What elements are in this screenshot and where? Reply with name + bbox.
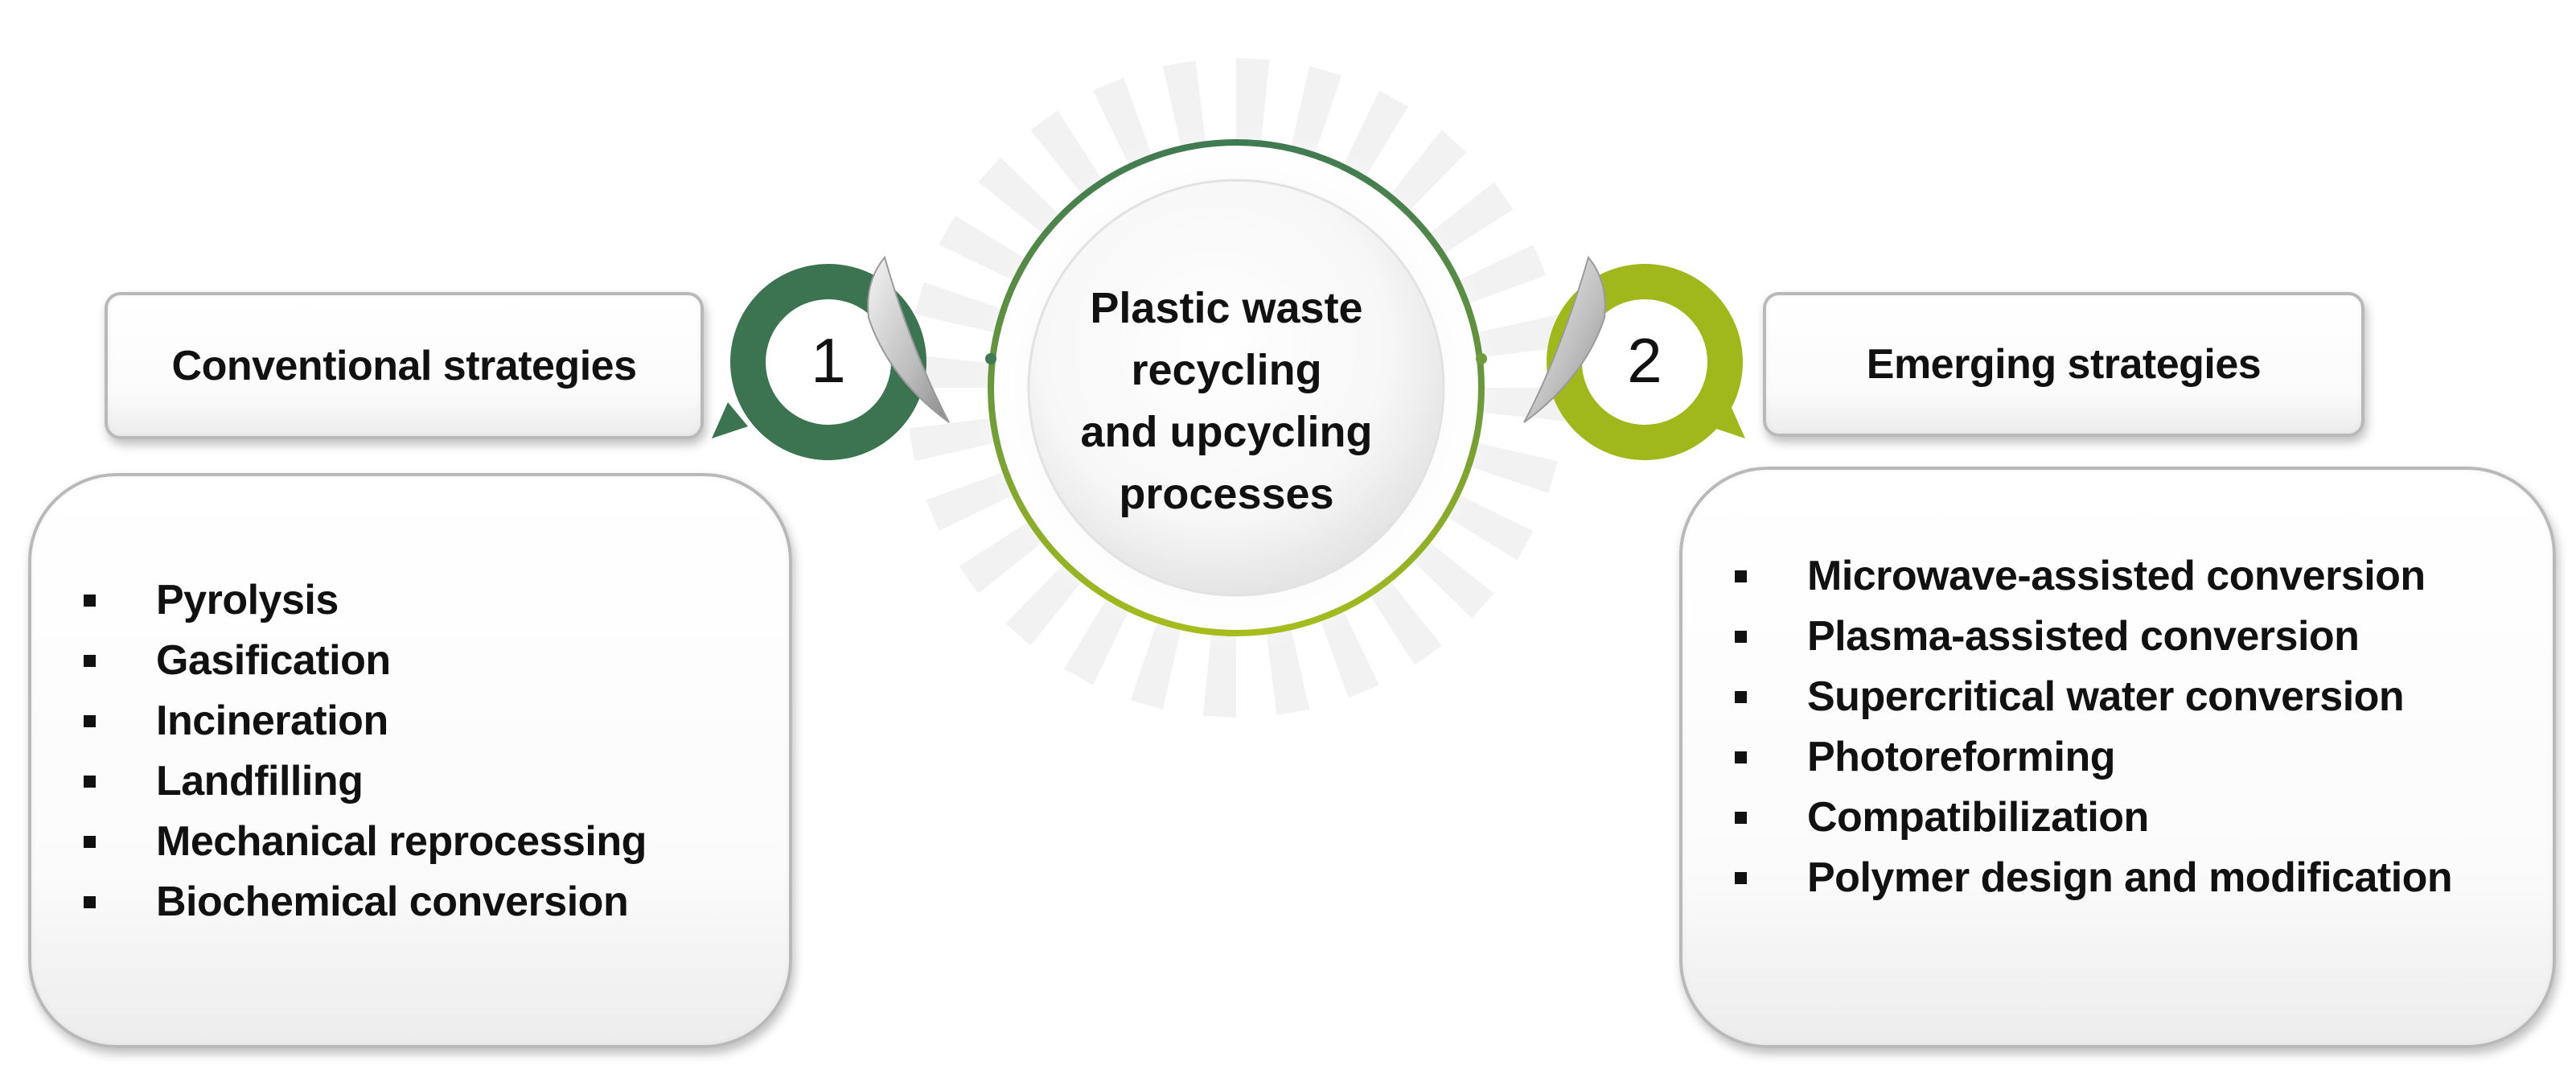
curl-icon: [1523, 255, 1606, 423]
list-item-text: Pyrolysis: [156, 577, 339, 623]
square-bullet-icon: [1735, 751, 1747, 763]
list-item-text: Mechanical reprocessing: [156, 818, 647, 865]
emerging-strategies-list-box: Microwave-assisted conversion Plasma-ass…: [1679, 467, 2556, 1048]
list-item-text: Compatibilization: [1807, 794, 2149, 841]
list-item-text: Biochemical conversion: [156, 879, 629, 925]
center-ring: [988, 139, 1485, 636]
square-bullet-icon: [1735, 570, 1747, 582]
square-bullet-icon: [84, 896, 96, 908]
list-item-text: Photoreforming: [1807, 734, 2115, 780]
ring-node-right: [1476, 353, 1487, 364]
center-label-line: Plastic waste: [1090, 284, 1363, 332]
badge-number-right: 2: [1627, 325, 1662, 396]
center-disc: [1027, 179, 1445, 597]
square-bullet-icon: [84, 595, 96, 607]
square-bullet-icon: [1735, 631, 1747, 643]
square-bullet-icon: [1735, 691, 1747, 703]
square-bullet-icon: [84, 776, 96, 788]
emerging-strategies-title: Emerging strategies: [1763, 292, 2364, 437]
center-label: Plastic waste recycling and upcycling pr…: [1021, 278, 1432, 525]
list-item-text: Incineration: [156, 697, 388, 744]
list-item-text: Supercritical water conversion: [1807, 673, 2405, 720]
list-item-text: Gasification: [156, 637, 391, 684]
square-bullet-icon: [84, 715, 96, 727]
square-bullet-icon: [84, 836, 96, 848]
conventional-strategies-title: Conventional strategies: [105, 292, 704, 439]
badge-number-left: 1: [811, 325, 845, 396]
square-bullet-icon: [1735, 872, 1747, 884]
ring-node-left: [985, 353, 996, 364]
list-item-text: Landfilling: [156, 758, 364, 804]
list-item-text: Microwave-assisted conversion: [1807, 553, 2426, 599]
list-item-text: Plasma-assisted conversion: [1807, 613, 2360, 660]
conventional-strategies-list-box: Pyrolysis Gasification Incineration Land…: [28, 473, 792, 1048]
center-label-line: recycling: [1131, 346, 1322, 394]
center-label-line: processes: [1119, 470, 1334, 518]
list-item-text: Polymer design and modification: [1807, 854, 2453, 901]
curl-icon: [867, 255, 950, 423]
square-bullet-icon: [84, 655, 96, 667]
left-badge: [712, 255, 950, 460]
center-label-line: and upcycling: [1080, 408, 1373, 456]
square-bullet-icon: [1735, 812, 1747, 824]
right-badge: [1523, 255, 1745, 460]
